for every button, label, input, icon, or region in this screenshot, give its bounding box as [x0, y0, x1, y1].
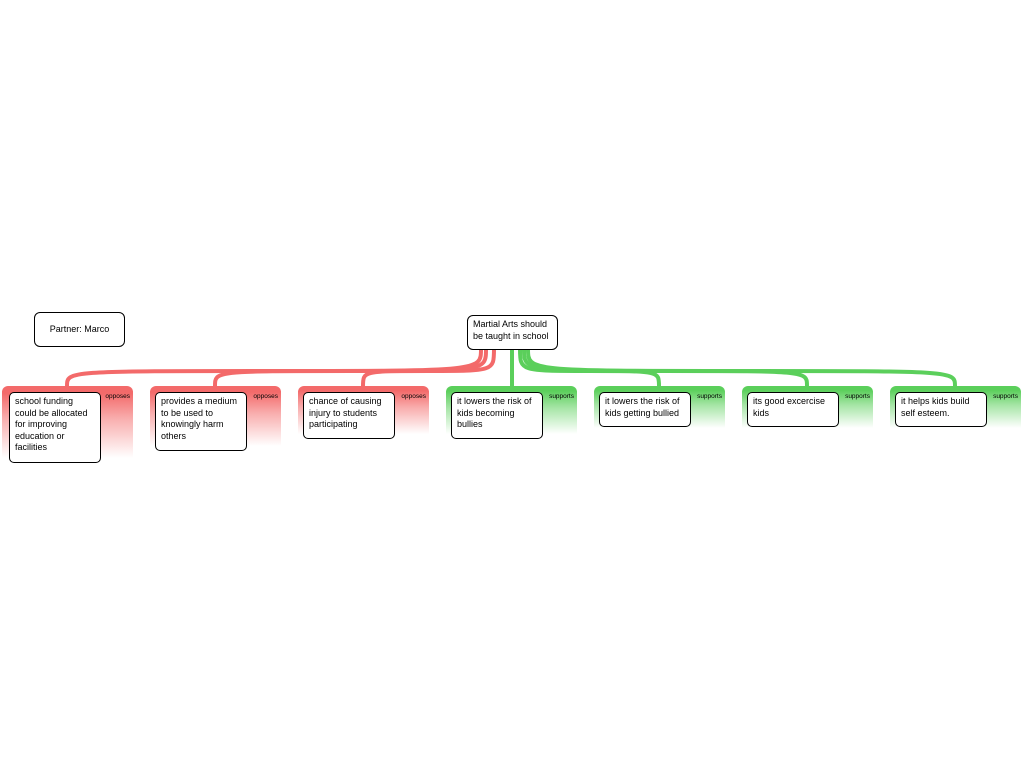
reason-text: school funding could be allocated for im… — [15, 396, 88, 453]
reason-box[interactable]: it helps kids build self esteem. — [895, 392, 987, 427]
reason-tag: supports — [549, 393, 574, 400]
partner-node[interactable]: Partner: Marco — [34, 312, 125, 347]
reason-tag: opposes — [105, 393, 130, 400]
reason-tag: opposes — [253, 393, 278, 400]
claim-node[interactable]: Martial Arts should be taught in school — [467, 315, 558, 350]
reason-text: it lowers the risk of kids getting bulli… — [605, 396, 680, 418]
connector-line — [361, 348, 496, 387]
reason-panel[interactable]: supports its good excercise kids — [742, 386, 873, 428]
reason-text: chance of causing injury to students par… — [309, 396, 382, 430]
connector-line — [65, 348, 483, 387]
reason-panel[interactable]: supports it helps kids build self esteem… — [890, 386, 1021, 428]
reason-panel[interactable]: supports it lowers the risk of kids beco… — [446, 386, 577, 439]
reason-panel[interactable]: opposes provides a medium to be used to … — [150, 386, 281, 451]
reason-tag: supports — [993, 393, 1018, 400]
reason-text: its good excercise kids — [753, 396, 826, 418]
reason-panel[interactable]: opposes school funding could be allocate… — [2, 386, 133, 463]
reason-box[interactable]: it lowers the risk of kids becoming bull… — [451, 392, 543, 439]
partner-label: Partner: Marco — [49, 323, 110, 334]
reason-box[interactable]: chance of causing injury to students par… — [303, 392, 395, 439]
reason-tag: supports — [697, 393, 722, 400]
reason-box[interactable]: its good excercise kids — [747, 392, 839, 427]
claim-text: Martial Arts should be taught in school — [473, 319, 549, 341]
reason-tag: opposes — [401, 393, 426, 400]
reason-text: it helps kids build self esteem. — [901, 396, 970, 418]
reason-box[interactable]: provides a medium to be used to knowingl… — [155, 392, 247, 451]
connector-line — [526, 348, 957, 387]
reason-box[interactable]: it lowers the risk of kids getting bulli… — [599, 392, 691, 427]
connector-line — [213, 348, 488, 387]
reason-panel[interactable]: supports it lowers the risk of kids gett… — [594, 386, 725, 428]
reason-text: provides a medium to be used to knowingl… — [161, 396, 238, 441]
reason-panel[interactable]: opposes chance of causing injury to stud… — [298, 386, 429, 439]
reason-box[interactable]: school funding could be allocated for im… — [9, 392, 101, 463]
reason-text: it lowers the risk of kids becoming bull… — [457, 396, 532, 430]
reason-tag: supports — [845, 393, 870, 400]
